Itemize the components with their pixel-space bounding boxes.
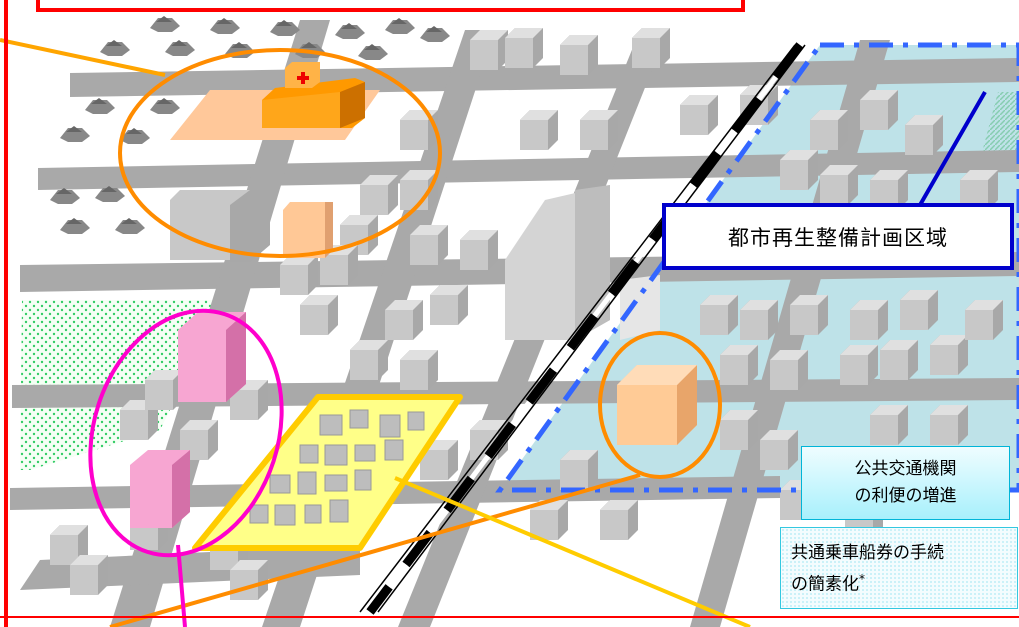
transit-label-line2: の利便の増進: [854, 486, 957, 506]
pink-buildings: [130, 312, 246, 528]
plan-area-label-text: 都市再生整備計画区域: [728, 225, 948, 250]
transit-convenience-label: 公共交通機関 の利便の増進: [801, 446, 1010, 520]
facility-buildings: [283, 202, 697, 445]
red-cross-icon: [297, 72, 309, 84]
ticket-label-line2: の簡素化: [791, 574, 859, 595]
leader-lines: [0, 38, 987, 627]
footnote-mark: *: [859, 572, 865, 586]
transit-label-line1: 公共交通機関: [854, 459, 957, 479]
plan-area-border: [495, 42, 1019, 493]
ticket-label-line2-wrap: の簡素化*: [791, 566, 1017, 598]
district-buildings: [249, 409, 425, 526]
large-buildings: [170, 185, 660, 340]
plan-area-label: 都市再生整備計画区域: [662, 203, 1014, 270]
hospital-area-ring: [118, 48, 442, 258]
station-facility-ring: [598, 331, 722, 479]
railway: [359, 42, 806, 615]
common-ticket-label: 共通乗車船券の手続 の簡素化*: [780, 527, 1018, 609]
pink-building-ring: [88, 308, 284, 558]
ticket-label-line1: 共通乗車船券の手続: [791, 543, 944, 563]
